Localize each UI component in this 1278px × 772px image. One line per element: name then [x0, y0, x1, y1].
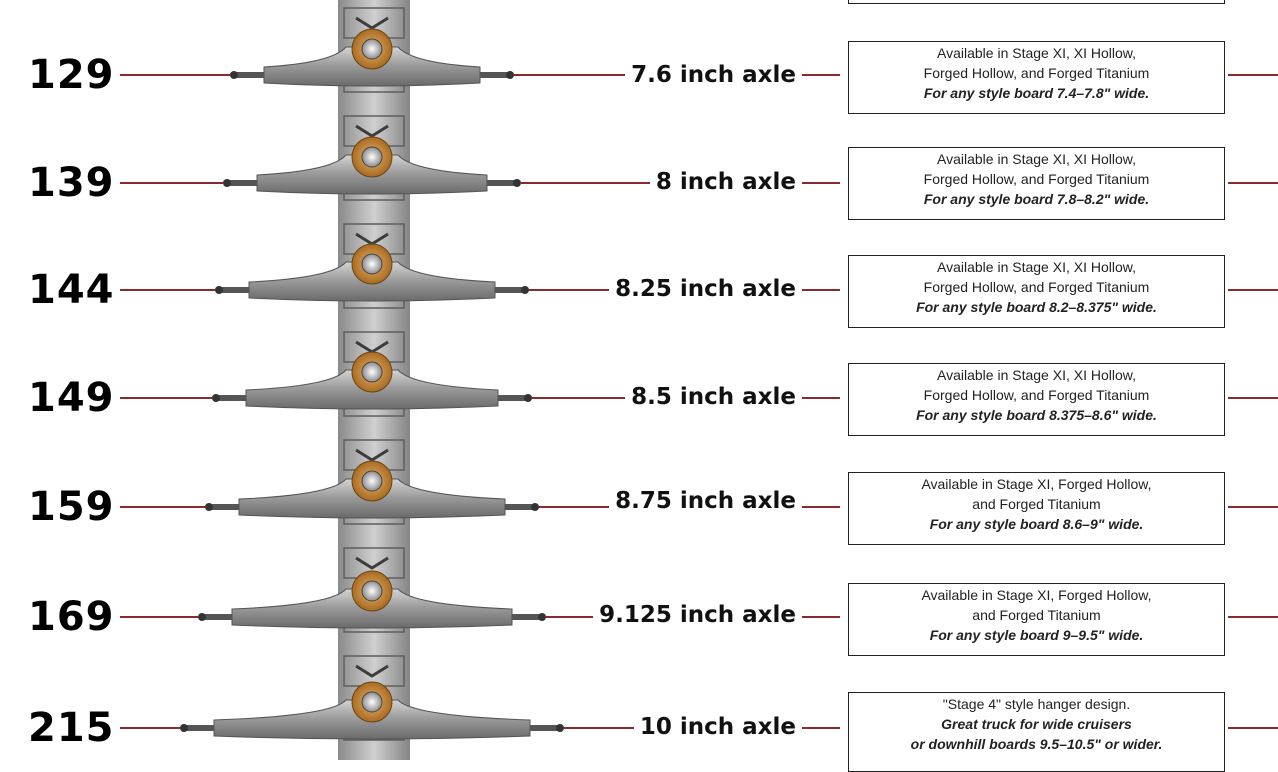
- kingpin-nut: [361, 361, 383, 383]
- availability-line: Available in Stage XI, XI Hollow,: [937, 259, 1136, 275]
- axle-nut-left: [180, 724, 188, 732]
- board-width-recommendation: For any style board 7.8–8.2" wide.: [923, 191, 1150, 207]
- truck-size-label: 169: [28, 594, 115, 640]
- trucks-layer: [120, 28, 1278, 740]
- baseplate-chevron: [355, 556, 389, 570]
- truck-size-label: 159: [28, 484, 115, 530]
- board-width-recommendation: For any style board 8.6–9" wide.: [929, 516, 1144, 532]
- truck-size-label: 149: [28, 375, 115, 421]
- availability-line: and Forged Titanium: [972, 607, 1101, 623]
- board-width-recommendation: For any style board 8.375–8.6" wide.: [916, 407, 1157, 423]
- truck-row-129: [120, 28, 1278, 87]
- board-width-recommendation: Great truck for wide cruisers: [941, 716, 1132, 732]
- truck-size-label: 129: [28, 52, 115, 98]
- axle-width-label: 10 inch axle: [633, 714, 802, 740]
- availability-line: Forged Hollow, and Forged Titanium: [923, 171, 1150, 187]
- availability-info-box: "Stage 4" style hanger design. Great truc…: [848, 692, 1225, 772]
- axle-nut-left: [215, 286, 223, 294]
- board-width-recommendation: For any style board 7.4–7.8" wide.: [923, 85, 1150, 101]
- availability-info-box: Available in Stage XI, Forged Hollow, and…: [848, 583, 1225, 656]
- availability-info-box: Available in Stage XI, Forged Hollow, and…: [848, 472, 1225, 545]
- board-width-recommendation: For any style board 9–9.5" wide.: [929, 627, 1144, 643]
- axle-width-label: 8.75 inch axle: [609, 488, 802, 514]
- availability-line: Available in Stage XI, XI Hollow,: [937, 45, 1136, 61]
- availability-line: Forged Hollow, and Forged Titanium: [923, 65, 1150, 81]
- axle-nut-right: [513, 179, 521, 187]
- info-box-top-partial: [848, 0, 1225, 4]
- availability-line: "Stage 4" style hanger design.: [942, 696, 1131, 712]
- kingpin-nut: [361, 580, 383, 602]
- baseplate-chevron: [355, 16, 389, 30]
- availability-line: Forged Hollow, and Forged Titanium: [923, 279, 1150, 295]
- axle-width-label: 8.5 inch axle: [625, 384, 802, 410]
- axle-width-label: 8.25 inch axle: [609, 276, 802, 302]
- axle-nut-left: [205, 503, 213, 511]
- kingpin-nut: [361, 253, 383, 275]
- availability-info-box: Available in Stage XI, XI Hollow, Forged …: [848, 255, 1225, 328]
- board-width-recommendation: or downhill boards 9.5–10.5" or wider.: [910, 736, 1163, 752]
- truck-row-159: [120, 460, 1278, 519]
- truck-size-label: 215: [28, 705, 115, 751]
- kingpin-nut: [361, 470, 383, 492]
- kingpin-nut: [361, 691, 383, 713]
- axle-nut-right: [556, 724, 564, 732]
- availability-line: Forged Hollow, and Forged Titanium: [923, 387, 1150, 403]
- axle-nut-left: [230, 71, 238, 79]
- truck-size-label: 144: [28, 267, 115, 313]
- truck-size-label: 139: [28, 160, 115, 206]
- availability-line: Available in Stage XI, XI Hollow,: [937, 367, 1136, 383]
- availability-line: and Forged Titanium: [972, 496, 1101, 512]
- axle-width-label: 8 inch axle: [649, 169, 802, 195]
- availability-line: Available in Stage XI, XI Hollow,: [937, 151, 1136, 167]
- kingpin-nut: [361, 146, 383, 168]
- availability-line: Available in Stage XI, Forged Hollow,: [921, 476, 1152, 492]
- baseplate-chevron: [355, 448, 389, 462]
- axle-nut-left: [223, 179, 231, 187]
- availability-info-box: Available in Stage XI, XI Hollow, Forged …: [848, 41, 1225, 114]
- availability-info-box: Available in Stage XI, XI Hollow, Forged …: [848, 363, 1225, 436]
- kingpin-nut: [361, 38, 383, 60]
- availability-info-box: Available in Stage XI, XI Hollow, Forged …: [848, 147, 1225, 220]
- axle-nut-right: [524, 394, 532, 402]
- truck-row-149: [120, 351, 1278, 410]
- truck-row-215: [120, 681, 1278, 740]
- axle-nut-left: [198, 613, 206, 621]
- axle-nut-right: [506, 71, 514, 79]
- board-width-recommendation: For any style board 8.2–8.375" wide.: [916, 299, 1157, 315]
- axle-nut-right: [531, 503, 539, 511]
- axle-nut-left: [212, 394, 220, 402]
- baseplate-chevron: [355, 664, 389, 678]
- axle-width-label: 9.125 inch axle: [593, 602, 802, 628]
- axle-nut-right: [538, 613, 546, 621]
- axle-nut-right: [521, 286, 529, 294]
- truck-row-169: [120, 570, 1278, 629]
- baseplate-chevron: [355, 124, 389, 138]
- truck-row-144: [120, 243, 1278, 302]
- axle-width-label: 7.6 inch axle: [625, 62, 802, 88]
- availability-line: Available in Stage XI, Forged Hollow,: [921, 587, 1152, 603]
